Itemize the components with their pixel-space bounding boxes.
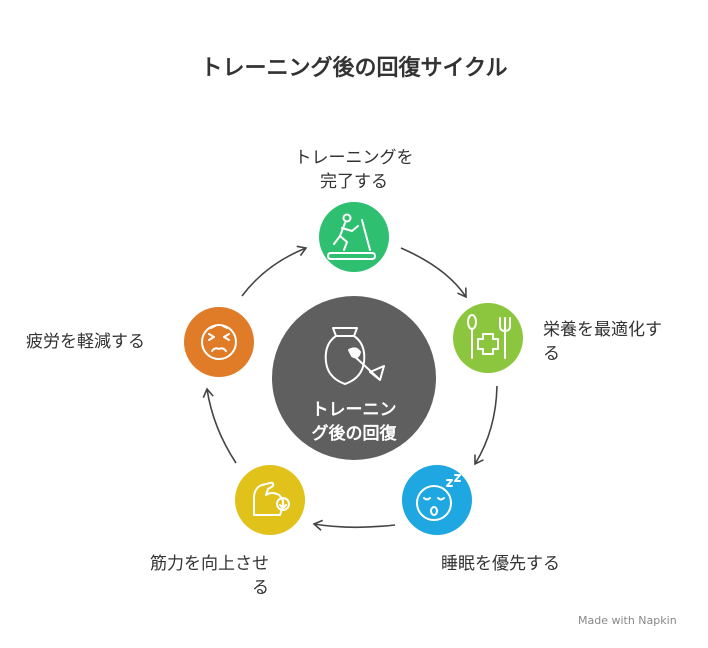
- napkin-watermark[interactable]: Made with Napkin: [578, 614, 677, 627]
- step-label-line1: 筋力を向上させ: [150, 554, 269, 574]
- center-label-line2: グ後の回復: [311, 424, 397, 444]
- step-label-line1: 睡眠を優先する: [441, 554, 560, 574]
- arrow-step1-to-step2: [400, 247, 467, 299]
- step-label-complete-training: トレーニングを 完了する: [277, 146, 431, 194]
- nutrition-icon: [467, 314, 511, 359]
- center-circle: [272, 296, 436, 460]
- step-label-line1: 栄養を最適化す: [543, 320, 662, 340]
- step-circle-complete-training: [319, 202, 389, 272]
- arrow-step3-to-step4: [312, 519, 396, 531]
- step-label-line2: る: [252, 578, 269, 598]
- treadmill-icon: [327, 213, 376, 260]
- step-label-line2: る: [543, 344, 560, 364]
- step-label-prioritize-sleep: 睡眠を優先する: [441, 552, 560, 576]
- arrow-step4-to-step5: [202, 387, 237, 464]
- center-label-line1: トレーニン: [311, 400, 397, 420]
- step-circle-optimize-nutrition: [453, 303, 523, 373]
- step-label-reduce-fatigue: 疲労を軽減する: [26, 330, 145, 354]
- tired-face-icon: [201, 324, 237, 360]
- center-label: トレーニン グ後の回復: [282, 398, 426, 446]
- sleeping-face-icon: [416, 474, 461, 521]
- step-label-line2: 完了する: [320, 172, 388, 192]
- flexed-arm-icon: [253, 481, 290, 516]
- step-circle-build-strength: [235, 465, 305, 535]
- arrow-step5-to-step1: [241, 245, 308, 297]
- step-label-line1: 疲労を軽減する: [26, 332, 145, 352]
- pot-brush-icon: [324, 327, 385, 385]
- step-label-line1: トレーニングを: [294, 148, 414, 168]
- diagram-title: トレーニング後の回復サイクル: [200, 56, 508, 81]
- arrow-step2-to-step3: [474, 385, 498, 466]
- step-label-optimize-nutrition: 栄養を最適化す る: [543, 318, 662, 366]
- step-circle-prioritize-sleep: [402, 465, 472, 535]
- step-circle-reduce-fatigue: [184, 307, 254, 377]
- step-label-build-strength: 筋力を向上させ る: [115, 552, 269, 600]
